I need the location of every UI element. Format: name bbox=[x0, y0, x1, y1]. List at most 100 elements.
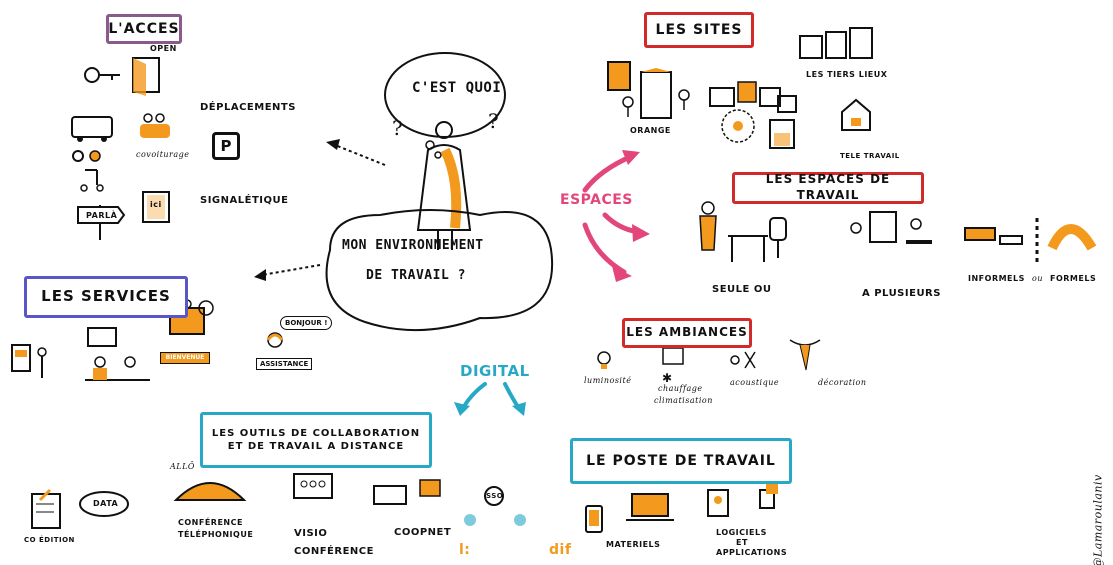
espaces-ou-label: ou bbox=[1032, 274, 1043, 283]
document-edit-icon bbox=[31, 488, 61, 529]
outils-coedition-label: CO ÉDITION bbox=[24, 536, 75, 544]
key-icon bbox=[84, 67, 120, 83]
outils-title-line2: ET DE TRAVAIL A DISTANCE bbox=[227, 441, 405, 452]
decoration-garland-icon bbox=[789, 339, 821, 371]
ambiance-acoustique-label: acoustique bbox=[730, 378, 780, 387]
sites-title-box: LES SITES bbox=[644, 12, 754, 48]
acces-signaletique-label: SIGNALÉTIQUE bbox=[200, 195, 289, 206]
poste-materiels-label: MATERIELS bbox=[606, 540, 661, 549]
bonjour-speech-bubble: BONJOUR ! bbox=[280, 316, 333, 330]
person-icon bbox=[37, 347, 47, 378]
parking-icon: P bbox=[212, 132, 240, 160]
arrow-to-ambiances bbox=[582, 222, 627, 275]
espaces-title-box: LES ESPACES DE TRAVAIL bbox=[732, 172, 924, 204]
orange-building-large-icon bbox=[640, 68, 672, 119]
conference-phone-icon bbox=[173, 482, 247, 501]
meeting-arch-icon bbox=[1047, 224, 1097, 251]
sites-teletravail-label: TELE TRAVAIL bbox=[840, 152, 900, 160]
outils-conference-tel-line1: CONFÉRENCE bbox=[178, 518, 243, 527]
arrow-to-services bbox=[261, 264, 321, 276]
center-title-line1: MON ENVIRONNEMENT bbox=[342, 238, 484, 253]
question-mark-left: ? bbox=[392, 116, 403, 140]
espaces-a-plusieurs-label: A PLUSIEURS bbox=[862, 288, 941, 299]
outils-visio-line1: VISIO bbox=[294, 528, 328, 539]
parking-label: P bbox=[220, 137, 232, 155]
arrow-to-sites bbox=[582, 153, 635, 193]
sites-orange-label: ORANGE bbox=[630, 126, 671, 135]
footer-overlay-left: l: bbox=[459, 542, 471, 558]
artist-signature: @Lamaroulaniv bbox=[1091, 474, 1105, 565]
arrow-to-services-head bbox=[254, 269, 266, 281]
sso-keys-icon bbox=[464, 486, 526, 526]
poste-title-box: LE POSTE DE TRAVAIL bbox=[570, 438, 792, 484]
espaces-formels-label: FORMELS bbox=[1050, 274, 1097, 283]
outils-coopnet-label: COOPNET bbox=[394, 527, 452, 538]
sites-title: LES SITES bbox=[655, 21, 743, 38]
arrow-to-acces-head bbox=[326, 139, 340, 150]
sites-tiers-lieux-label: LES TIERS LIEUX bbox=[806, 70, 888, 79]
espaces-title: LES ESPACES DE TRAVAIL bbox=[765, 172, 891, 202]
assistance-label: ASSISTANCE bbox=[260, 360, 309, 368]
arrow-to-ambiances-head bbox=[612, 266, 632, 282]
acces-deplacements-label: DÉPLACEMENTS bbox=[200, 102, 296, 113]
chair-icon bbox=[769, 217, 787, 258]
software-icon bbox=[707, 489, 729, 517]
data-cloud-icon bbox=[79, 491, 129, 517]
apps-icon bbox=[759, 484, 778, 509]
bus-icon bbox=[71, 116, 113, 142]
thinking-person-figure bbox=[416, 121, 472, 250]
arrow-to-espaces-head bbox=[632, 224, 650, 242]
poste-logiciels-line2: ET bbox=[736, 538, 748, 547]
outils-conference-tel-line2: TÉLÉPHONIQUE bbox=[178, 530, 254, 539]
arrow-to-sites-head bbox=[622, 150, 640, 165]
digital-label: DIGITAL bbox=[460, 362, 530, 380]
orange-building-small-icon bbox=[607, 61, 631, 91]
outils-title-box: LES OUTILS DE COLLABORATION ET DE TRAVAI… bbox=[200, 412, 432, 468]
question-mark-right: ? bbox=[488, 109, 499, 133]
smiley-icon bbox=[198, 300, 214, 316]
bonjour-label: BONJOUR ! bbox=[285, 319, 328, 327]
whiteboard-meeting-icon bbox=[850, 211, 932, 244]
cafe-house-icon bbox=[769, 119, 795, 149]
bienvenue-banner: BIENVENUE bbox=[160, 352, 210, 364]
sofa-icon bbox=[964, 227, 1023, 245]
phone-icon bbox=[585, 505, 603, 533]
services-title-box: LES SERVICES bbox=[24, 276, 188, 318]
espaces-label: ESPACES bbox=[560, 192, 633, 208]
arrow-to-outils-head bbox=[454, 402, 470, 416]
acces-ici-label: ici bbox=[150, 200, 162, 209]
signpost-icon bbox=[77, 205, 126, 240]
svg-text:✱: ✱ bbox=[662, 371, 672, 385]
scooter-icon bbox=[80, 169, 104, 192]
ambiance-climatisation-label: climatisation bbox=[654, 396, 713, 405]
footer-overlay-right: dif bbox=[549, 542, 572, 558]
badge-reader-icon bbox=[11, 344, 31, 372]
assistance-box: ASSISTANCE bbox=[256, 358, 313, 370]
laptop-icon bbox=[626, 493, 674, 521]
meeting-table-icon bbox=[721, 109, 755, 143]
houses-cluster-icon bbox=[709, 81, 797, 113]
teletravail-house-icon bbox=[841, 98, 871, 131]
ambiance-chauffage-label: chauffage bbox=[658, 384, 703, 393]
central-blob bbox=[325, 209, 554, 332]
ambiance-decoration-label: décoration bbox=[818, 378, 867, 387]
acces-title-box: L'ACCES bbox=[106, 14, 182, 44]
thought-dot-2 bbox=[434, 151, 442, 159]
poste-title: LE POSTE DE TRAVAIL bbox=[586, 452, 776, 469]
carpool-icon bbox=[140, 113, 170, 138]
outils-data-label: DATA bbox=[93, 499, 119, 508]
arrow-to-acces bbox=[334, 144, 386, 166]
coopnet-laptop-icon bbox=[373, 479, 441, 505]
poste-logiciels-line1: LOGICIELS bbox=[716, 528, 767, 537]
services-title: LES SERVICES bbox=[41, 287, 171, 306]
tiers-lieux-buildings-icon bbox=[799, 27, 873, 59]
assistance-person-icon bbox=[266, 332, 284, 348]
visio-screen-icon bbox=[293, 473, 333, 499]
espaces-informels-label: INFORMELS bbox=[968, 274, 1025, 283]
bike-icon bbox=[72, 150, 101, 162]
arrow-to-poste-head bbox=[512, 402, 526, 416]
ambiances-title-box: LES AMBIANCES bbox=[622, 318, 752, 348]
outils-allo-label: ALLÔ bbox=[170, 462, 195, 471]
